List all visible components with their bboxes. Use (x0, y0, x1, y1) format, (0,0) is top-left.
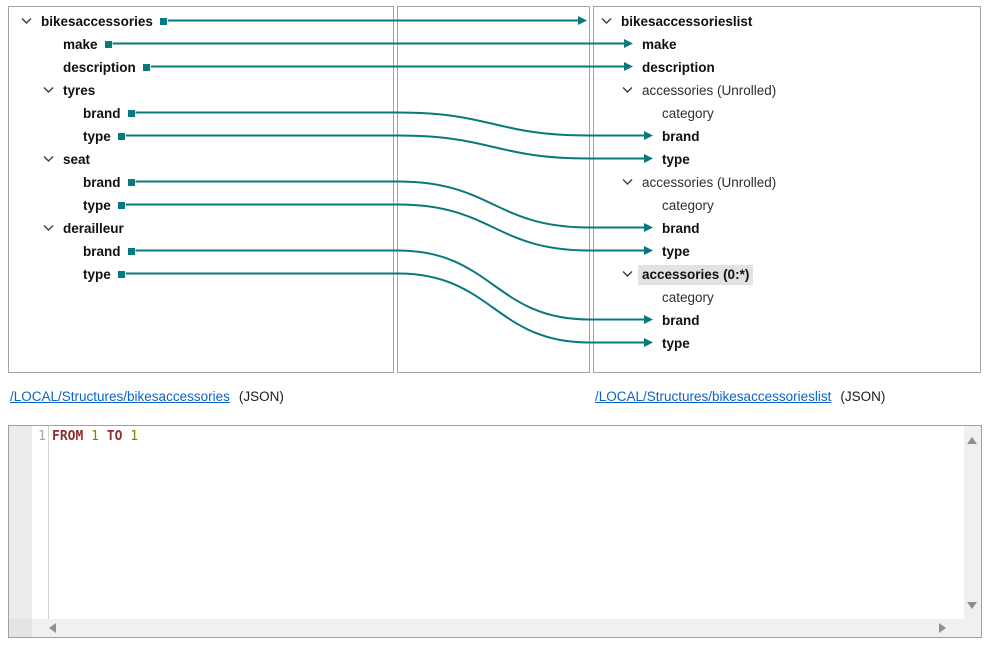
source-tree-item-make[interactable]: make (9, 32, 393, 55)
scroll-left-icon[interactable] (49, 623, 56, 633)
tree-item-label: brand (83, 174, 121, 190)
target-tree-item-category[interactable]: category (594, 101, 980, 124)
tree-item-label: bikesaccessorieslist (621, 13, 753, 29)
source-tree-item-brand[interactable]: brand (9, 101, 393, 124)
chevron-down-icon[interactable] (43, 224, 54, 232)
tree-item-label: tyres (63, 82, 96, 98)
target-tree-item-accessories-unrolled[interactable]: accessories (Unrolled) (594, 170, 980, 193)
output-port[interactable] (104, 40, 112, 48)
target-tree-item-description[interactable]: description (594, 55, 980, 78)
query-editor[interactable]: 1 FROM 1 TO 1 (8, 425, 982, 638)
tree-item-label: type (662, 243, 690, 259)
code-token-keyword: FROM (52, 429, 84, 444)
editor-scroll-corner (9, 619, 32, 637)
chevron-down-icon[interactable] (43, 86, 54, 94)
target-tree-item-brand[interactable]: brand (594, 308, 980, 331)
target-tree-item-category[interactable]: category (594, 285, 980, 308)
editor-horizontal-scrollbar[interactable] (9, 619, 964, 637)
source-tree-item-tyres[interactable]: tyres (9, 78, 393, 101)
target-tree-item-type[interactable]: type (594, 239, 980, 262)
tree-item-label: make (63, 36, 98, 52)
tree-item-label: seat (63, 151, 91, 167)
tree-item-label: type (662, 335, 690, 351)
editor-line-number: 1 (38, 429, 46, 444)
tree-item-label: derailleur (63, 220, 124, 236)
tree-item-label: accessories (Unrolled) (642, 82, 777, 98)
output-port[interactable] (127, 178, 135, 186)
editor-vertical-scrollbar[interactable] (964, 426, 981, 637)
tree-item-label: category (662, 105, 714, 121)
output-port[interactable] (159, 17, 167, 25)
source-tree-item-bikesaccessories[interactable]: bikesaccessories (9, 9, 393, 32)
source-tree-item-seat[interactable]: seat (9, 147, 393, 170)
source-tree-item-type[interactable]: type (9, 262, 393, 285)
tree-item-label: category (662, 289, 714, 305)
source-link-row: /LOCAL/Structures/bikesaccessories (JSON) (10, 388, 284, 406)
tree-item-label: brand (662, 312, 700, 328)
target-format-label: (JSON) (840, 389, 886, 404)
source-tree-item-brand[interactable]: brand (9, 239, 393, 262)
editor-fold-margin (9, 426, 32, 619)
target-tree-item-category[interactable]: category (594, 193, 980, 216)
chevron-down-icon[interactable] (622, 178, 633, 186)
source-tree-panel: bikesaccessories make description tyres bran… (8, 6, 394, 373)
tree-item-label: brand (662, 128, 700, 144)
tree-item-label: bikesaccessories (41, 13, 153, 29)
chevron-down-icon[interactable] (21, 17, 32, 25)
output-port[interactable] (127, 247, 135, 255)
tree-item-label: brand (83, 243, 121, 259)
tree-item-label: accessories (Unrolled) (642, 174, 777, 190)
tree-item-label: brand (662, 220, 700, 236)
tree-item-label: type (83, 128, 111, 144)
output-port[interactable] (117, 132, 125, 140)
editor-code-line[interactable]: FROM 1 TO 1 (52, 429, 138, 445)
tree-item-label: accessories (0:*) (638, 264, 754, 285)
chevron-down-icon[interactable] (43, 155, 54, 163)
target-structure-link[interactable]: /LOCAL/Structures/bikesaccessorieslist (595, 389, 832, 404)
target-tree-item-type[interactable]: type (594, 147, 980, 170)
target-tree-item-accessories-0:*[interactable]: accessories (0:*) (594, 262, 980, 285)
tree-item-label: brand (83, 105, 121, 121)
source-tree-item-brand[interactable]: brand (9, 170, 393, 193)
output-port[interactable] (117, 201, 125, 209)
target-tree-item-brand[interactable]: brand (594, 124, 980, 147)
source-structure-link[interactable]: /LOCAL/Structures/bikesaccessories (10, 389, 230, 404)
scroll-up-icon[interactable] (967, 437, 977, 444)
chevron-down-icon[interactable] (601, 17, 612, 25)
scroll-right-icon[interactable] (939, 623, 946, 633)
target-tree-item-make[interactable]: make (594, 32, 980, 55)
source-tree-item-type[interactable]: type (9, 193, 393, 216)
tree-item-label: description (642, 59, 715, 75)
target-tree-item-accessories-unrolled[interactable]: accessories (Unrolled) (594, 78, 980, 101)
tree-item-label: description (63, 59, 136, 75)
code-token-number: 1 (91, 429, 99, 444)
target-link-row: /LOCAL/Structures/bikesaccessorieslist (J… (595, 388, 885, 406)
target-tree-item-brand[interactable]: brand (594, 216, 980, 239)
tree-item-label: category (662, 197, 714, 213)
source-tree-item-type[interactable]: type (9, 124, 393, 147)
code-token-number: 1 (130, 429, 139, 444)
output-port[interactable] (117, 270, 125, 278)
target-tree-item-bikesaccessorieslist[interactable]: bikesaccessorieslist (594, 9, 980, 32)
chevron-down-icon[interactable] (622, 86, 633, 94)
target-tree-item-type[interactable]: type (594, 331, 980, 354)
source-tree-item-derailleur[interactable]: derailleur (9, 216, 393, 239)
chevron-down-icon[interactable] (622, 270, 633, 278)
source-format-label: (JSON) (238, 389, 284, 404)
tree-item-label: type (83, 266, 111, 282)
tree-item-label: make (642, 36, 677, 52)
code-token-keyword: TO (106, 429, 123, 444)
mapping-lines-panel (397, 6, 590, 373)
target-tree-panel: bikesaccessorieslist make description acces… (593, 6, 981, 373)
tree-item-label: type (662, 151, 690, 167)
output-port[interactable] (127, 109, 135, 117)
output-port[interactable] (142, 63, 150, 71)
scroll-down-icon[interactable] (967, 602, 977, 609)
source-tree-item-description[interactable]: description (9, 55, 393, 78)
tree-item-label: type (83, 197, 111, 213)
editor-gutter-divider (48, 426, 49, 619)
